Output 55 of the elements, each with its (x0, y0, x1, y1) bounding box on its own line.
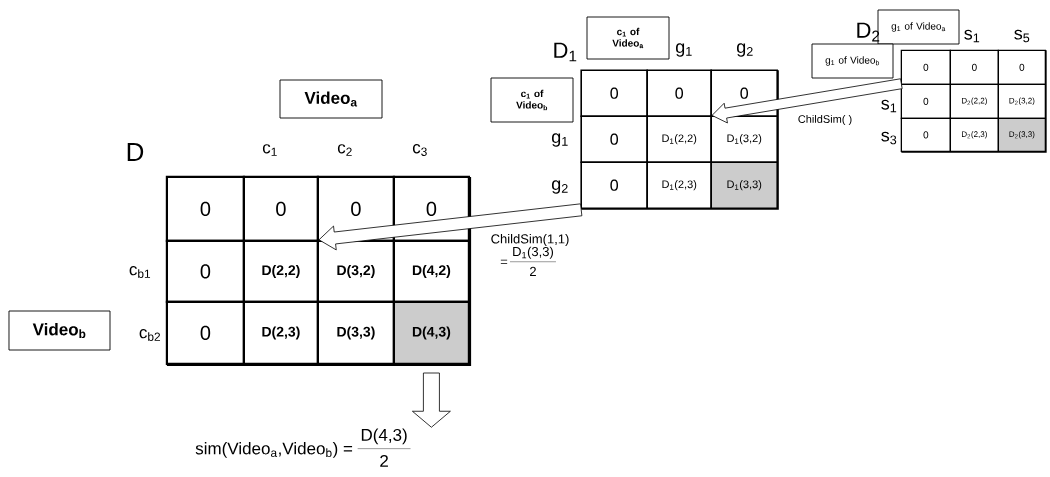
table-cell: 0 (165, 300, 245, 365)
table-cell: D(2,3) (242, 300, 319, 365)
table-cell: 0 (580, 69, 648, 117)
index-label: c$_{3}$ (412, 144, 427, 156)
function-label: ChildSim( ) (798, 114, 852, 126)
table-cell: D(2,2) (242, 239, 319, 303)
table-cell: 0 (165, 175, 245, 242)
table-cell: D(4,3) (392, 300, 470, 365)
block-arrow (318, 203, 583, 251)
matrix-name: D$_{2}$ (857, 22, 880, 42)
index-label: s$_{5}$ (1014, 29, 1030, 43)
index-label: g$_{2}$ (552, 180, 568, 194)
index-label: s$_{1}$ (964, 29, 980, 43)
index-label: g$_{1}$ (676, 43, 692, 57)
table-cell: D$_{2}$(2,2) (949, 83, 999, 119)
label-box: Video$_{a}$ (279, 79, 383, 119)
block-arrow (711, 78, 903, 124)
table-cell: D$_{1}$(3,2) (710, 115, 778, 163)
index-label: g$_{2}$ (737, 43, 753, 57)
table-cell: 0 (997, 49, 1046, 85)
matrix-name: D (127, 143, 144, 161)
label-box: c$_{1}$ of Video$_{b}$ (490, 77, 574, 123)
formula: sim(Video$_{a}$,Video$_{b}$) = D(4,3) 2 (195, 428, 411, 467)
label-box: c$_{1}$ of Video$_{a}$ (586, 16, 670, 60)
table-cell: D$_{2}$(3,2) (997, 83, 1046, 119)
table-cell: D(3,2) (316, 239, 395, 303)
table-cell: D$_{2}$(2,3) (949, 117, 999, 152)
table-cell: D$_{2}$(3,3) (997, 117, 1046, 152)
table-cell: 0 (900, 117, 951, 152)
table-cell: 0 (580, 161, 648, 209)
table-cell: 0 (949, 49, 999, 85)
formula: = D$_{1}$(3,3) 2 (500, 246, 557, 276)
table-cell: 0 (900, 49, 951, 85)
matrix-name: D$_{1}$ (554, 42, 577, 62)
table-cell: 0 (242, 175, 319, 242)
index-label: c$_{1}$ (262, 144, 277, 156)
table-cell: 0 (580, 115, 648, 163)
index-label: c$_{b2}$ (139, 329, 160, 341)
table-cell: 0 (165, 239, 245, 303)
index-label: g$_{1}$ (552, 133, 568, 147)
table-cell: D$_{1}$(2,3) (646, 161, 712, 209)
index-label: c$_{2}$ (337, 144, 352, 156)
table-cell: D(4,2) (392, 239, 470, 303)
index-label: s$_{3}$ (881, 131, 897, 145)
table-cell: D(3,3) (316, 300, 395, 365)
function-label: ChildSim(1,1) (491, 233, 569, 247)
label-box: Video$_{b}$ (8, 310, 111, 351)
index-label: s$_{1}$ (881, 99, 897, 113)
table-cell: D$_{1}$(3,3) (710, 161, 778, 209)
table-cell: D$_{1}$(2,2) (646, 115, 712, 163)
table-cell: 0 (900, 83, 951, 119)
table-cell: 0 (646, 69, 712, 117)
block-arrow (412, 372, 451, 428)
index-label: c$_{b1}$ (129, 266, 151, 278)
label-box: g$_{1}$ of Video$_{b}$ (811, 43, 894, 79)
